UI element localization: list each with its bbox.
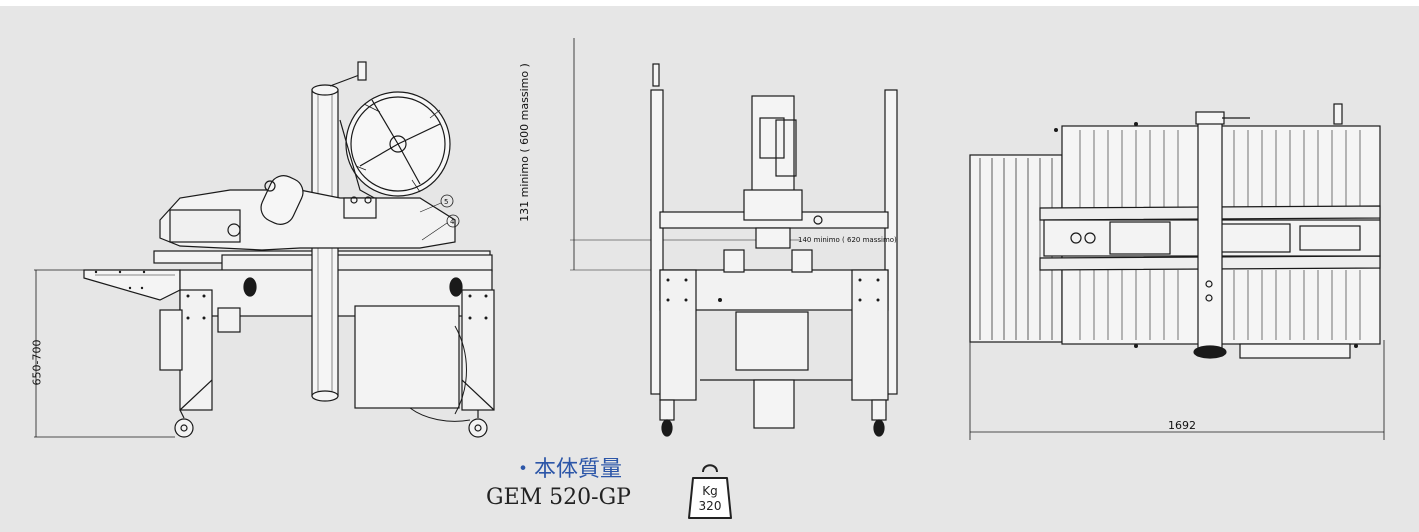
length-dimension-label: 1692 (1168, 419, 1196, 432)
mass-heading: ・本体質量 (512, 457, 623, 482)
side-view (34, 61, 495, 438)
height-dimension-label: 650-700 (30, 339, 44, 386)
tape-width-dimension-label: 140 minimo ( 620 massimo) (798, 236, 897, 244)
weight-value: 320 (698, 499, 722, 513)
top-view (969, 103, 1385, 440)
callout-5: 5 (444, 198, 448, 206)
front-view (570, 38, 898, 437)
model-name: GEM 520-GP (486, 485, 631, 510)
weight-unit: Kg (702, 484, 718, 498)
tape-height-dimension-label: 131 minimo ( 600 massimo ) (517, 63, 531, 222)
weight-icon (688, 464, 732, 519)
callout-4: 4 (450, 218, 455, 226)
